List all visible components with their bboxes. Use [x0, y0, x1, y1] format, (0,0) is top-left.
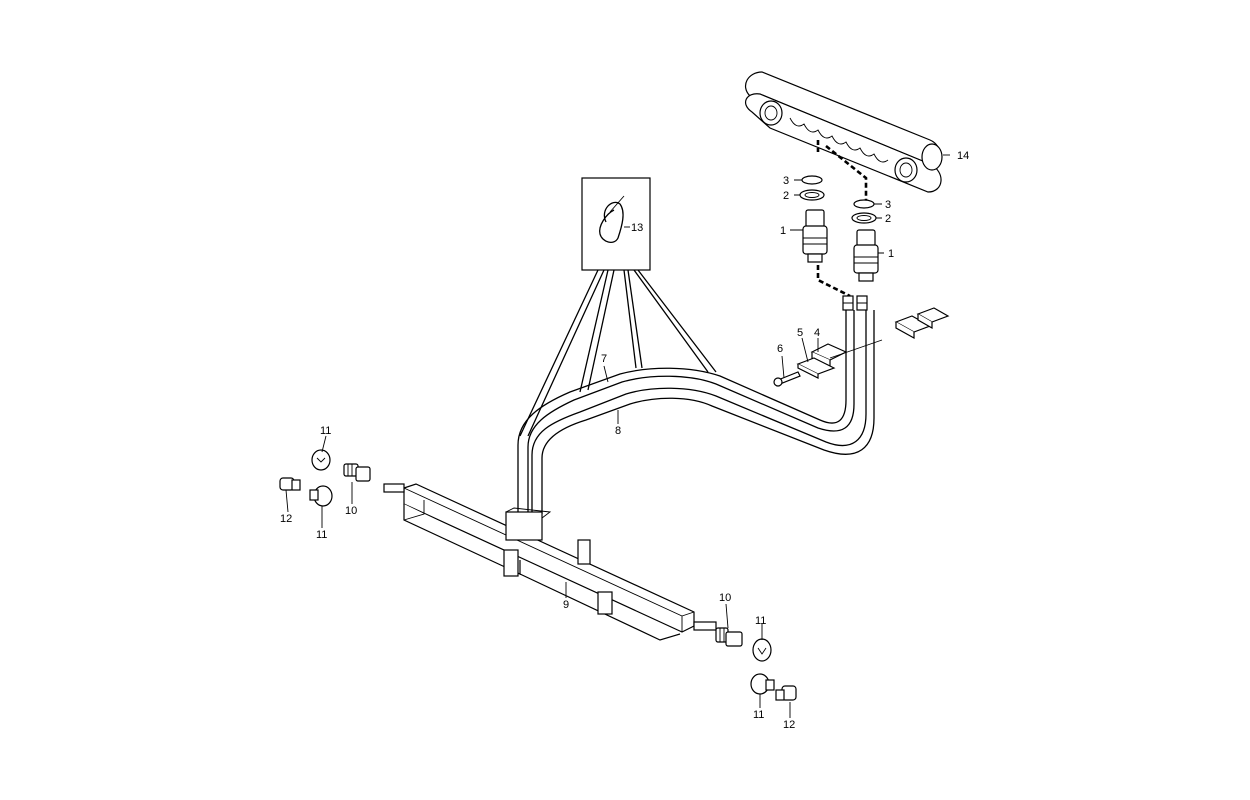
callout-2-left: 2: [783, 190, 789, 202]
elbow-left-lower: [309, 485, 333, 507]
callout-12-left: 12: [280, 513, 292, 525]
callout-9: 9: [563, 599, 569, 611]
callout-11-bottom-right: 11: [753, 709, 764, 721]
screw: [773, 371, 801, 387]
hydraulic-hoses: [517, 310, 875, 514]
detail-pointer-lines: [519, 269, 717, 437]
callout-1-right: 1: [888, 248, 894, 260]
callout-12-right: 12: [783, 719, 795, 731]
callout-7: 7: [601, 353, 607, 365]
o-ring-right: [853, 199, 875, 209]
callout-3-left: 3: [783, 175, 789, 187]
adapter-left: [343, 463, 371, 482]
callout-4: 4: [814, 327, 820, 339]
callout-11-top-left: 11: [320, 425, 331, 437]
callout-labels: 14 3 2 3 2 1 1 13 5 4 6 7 8 9 11 11 12 1…: [280, 150, 969, 731]
pipe-rail: [383, 483, 717, 641]
hose-end-fittings: [842, 295, 868, 311]
leader-lines: [285, 154, 950, 718]
elbow-right-lower: [750, 673, 775, 695]
seal-ring-right: [851, 212, 877, 224]
plug-right: [775, 685, 797, 701]
coupling-right: [853, 229, 879, 282]
clamp-bracket: [810, 339, 883, 367]
callout-13: 13: [631, 222, 643, 234]
elbow-left-upper: [311, 449, 331, 471]
manifold-pipe: [744, 71, 943, 193]
dashed-connection-right: [825, 144, 868, 206]
callout-10-left: 10: [345, 505, 357, 517]
o-ring-left: [801, 175, 823, 185]
elbow-right-upper: [752, 638, 772, 662]
callout-11-top-right: 11: [755, 615, 766, 627]
cable-tie-detail-box: [581, 177, 651, 271]
adapter-right: [715, 627, 743, 647]
callout-11-bottom-left: 11: [316, 529, 327, 541]
callout-6: 6: [777, 343, 783, 355]
callout-1-left: 1: [780, 225, 786, 237]
seal-ring-left: [799, 189, 825, 201]
dashed-connection-left: [816, 140, 851, 298]
callout-3-right: 3: [885, 199, 891, 211]
callout-8: 8: [615, 425, 621, 437]
callout-10-right: 10: [719, 592, 731, 604]
callout-2-right: 2: [885, 213, 891, 225]
callout-5: 5: [797, 327, 803, 339]
clamp-right: [894, 307, 950, 340]
callout-14: 14: [957, 150, 969, 162]
coupling-left: [802, 209, 828, 263]
plug-left: [279, 477, 301, 491]
clamp-plate: [796, 357, 836, 379]
